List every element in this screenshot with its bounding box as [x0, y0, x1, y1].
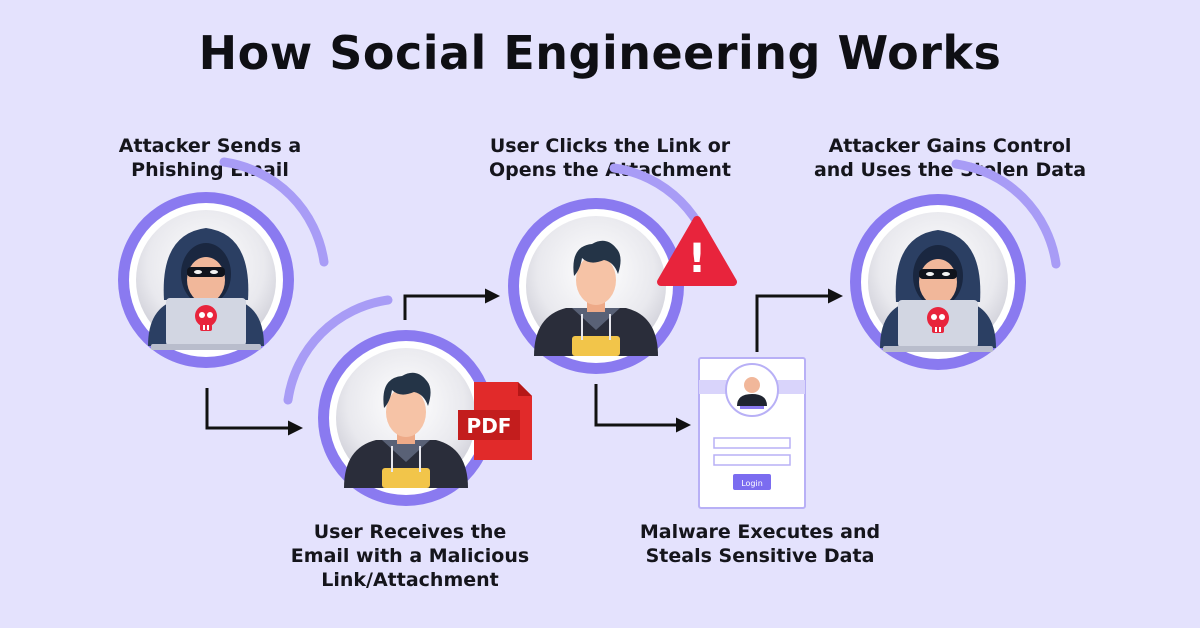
svg-text:Login: Login	[741, 479, 763, 488]
login-form-icon: Login	[698, 357, 806, 509]
arrow-step1-to-step2	[205, 388, 303, 436]
pdf-icon: PDF	[458, 382, 532, 460]
step-1-hacker-icon	[118, 162, 324, 368]
arrow-step4-to-step5	[755, 288, 843, 352]
step-5-hacker-icon	[850, 164, 1056, 370]
page-title: How Social Engineering Works	[198, 26, 1002, 80]
arrow-step2-to-step3	[403, 288, 500, 320]
svg-text:PDF: PDF	[467, 414, 512, 438]
step-2-user-icon	[288, 300, 494, 506]
svg-text:!: !	[688, 236, 706, 282]
arrow-step3-to-step4	[594, 384, 691, 433]
alert-icon: !	[657, 216, 737, 286]
